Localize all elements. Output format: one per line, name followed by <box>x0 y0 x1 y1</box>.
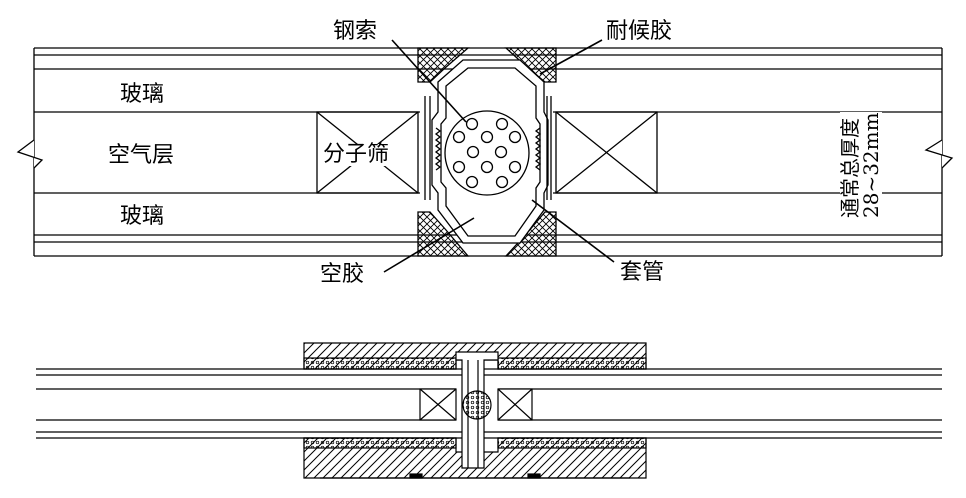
seal-strip-br <box>497 437 647 449</box>
top-section <box>16 39 954 273</box>
label-thickness-value: 28~32mm <box>859 112 883 218</box>
leader-hollow-glue <box>383 217 475 273</box>
label-steel-cable: 钢索 <box>333 19 378 44</box>
leader-weather-sealant <box>539 39 603 75</box>
label-thickness-text: 通常总厚度 <box>838 118 862 218</box>
leader-sleeve <box>531 199 615 263</box>
label-total-thickness: 通常总厚度 28~32mm <box>838 112 883 218</box>
seal-strip-tl <box>303 357 457 370</box>
bottom-section <box>36 342 942 479</box>
steel-cable <box>444 110 530 196</box>
label-weather-sealant: 耐候胶 <box>606 19 673 44</box>
sieve-box-left <box>316 111 419 194</box>
label-air-layer: 空气层 <box>108 143 175 168</box>
label-hollow-glue: 空胶 <box>320 262 365 287</box>
leader-steel-cable <box>391 39 467 123</box>
label-molecular-sieve: 分子筛 <box>323 142 390 167</box>
seal-strip-bl <box>303 437 457 449</box>
sieve-cross-right-2 <box>555 111 658 194</box>
right-break-mark <box>924 139 954 169</box>
left-break-mark <box>16 139 44 169</box>
label-glass-bottom: 玻璃 <box>120 204 165 229</box>
sieve-box-right <box>555 111 658 194</box>
seal-strip-tr <box>497 357 647 370</box>
label-glass-top: 玻璃 <box>120 82 165 107</box>
bottom-cable <box>462 390 492 420</box>
label-sleeve: 套管 <box>620 260 665 285</box>
weather-sealant-blocks <box>417 47 557 257</box>
